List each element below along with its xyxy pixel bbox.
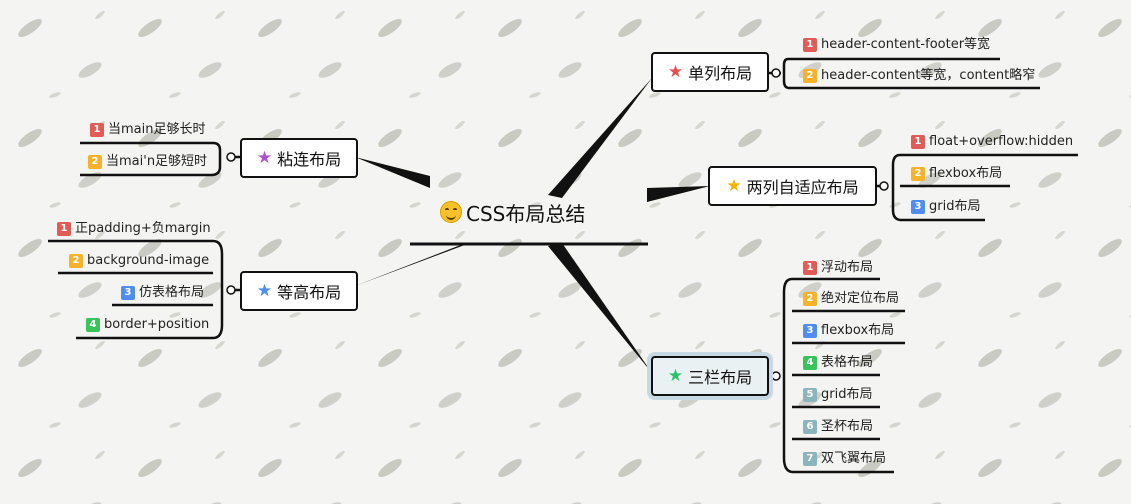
green-star-icon: ★ (667, 366, 684, 386)
badge-5: 5 (803, 388, 817, 402)
three-leaf-lines (769, 277, 905, 474)
node-three-column[interactable]: ★ 三栏布局 (651, 356, 769, 396)
node-equal-title: 等高布局 (277, 283, 342, 302)
node-three-title: 三栏布局 (688, 368, 753, 387)
branch-two (647, 186, 710, 202)
badge-3: 3 (911, 200, 925, 214)
root-title: CSS布局总结 (466, 201, 586, 226)
smiley-emoji-icon (440, 201, 462, 223)
node-sticky[interactable]: ★ 粘连布局 (240, 138, 358, 178)
badge-4: 4 (803, 356, 817, 370)
purple-star-icon: ★ (256, 148, 273, 168)
node-sticky-title: 粘连布局 (277, 150, 342, 169)
badge-2: 2 (69, 254, 83, 268)
badge-2: 2 (803, 69, 817, 83)
two-leaf-lines (877, 153, 1078, 222)
badge-1: 1 (803, 38, 817, 52)
badge-3: 3 (121, 286, 135, 300)
equal-leaf-lines (48, 239, 240, 340)
badge-1: 1 (90, 123, 104, 137)
root-topic[interactable]: CSS布局总结 (440, 197, 585, 227)
node-two-title: 两列自适应布局 (746, 178, 859, 197)
blue-star-icon: ★ (256, 281, 273, 301)
branch-single (548, 78, 652, 198)
red-star-icon: ★ (667, 62, 684, 82)
branch-sticky (355, 157, 430, 188)
badge-4: 4 (86, 318, 100, 332)
badge-1: 1 (911, 135, 925, 149)
badge-7: 7 (803, 452, 817, 466)
badge-2: 2 (911, 167, 925, 181)
badge-6: 6 (803, 420, 817, 434)
node-equal-height[interactable]: ★ 等高布局 (240, 271, 358, 311)
node-two-column[interactable]: ★ 两列自适应布局 (708, 166, 877, 206)
badge-2: 2 (88, 155, 102, 169)
yellow-star-icon: ★ (726, 176, 742, 196)
branch-three (548, 243, 652, 373)
badge-3: 3 (803, 324, 817, 338)
badge-1: 1 (803, 261, 817, 275)
node-single-title: 单列布局 (688, 64, 753, 83)
node-single-column[interactable]: ★ 单列布局 (651, 52, 769, 92)
branch-equal (355, 243, 470, 286)
badge-1: 1 (57, 222, 71, 236)
badge-2: 2 (803, 292, 817, 306)
